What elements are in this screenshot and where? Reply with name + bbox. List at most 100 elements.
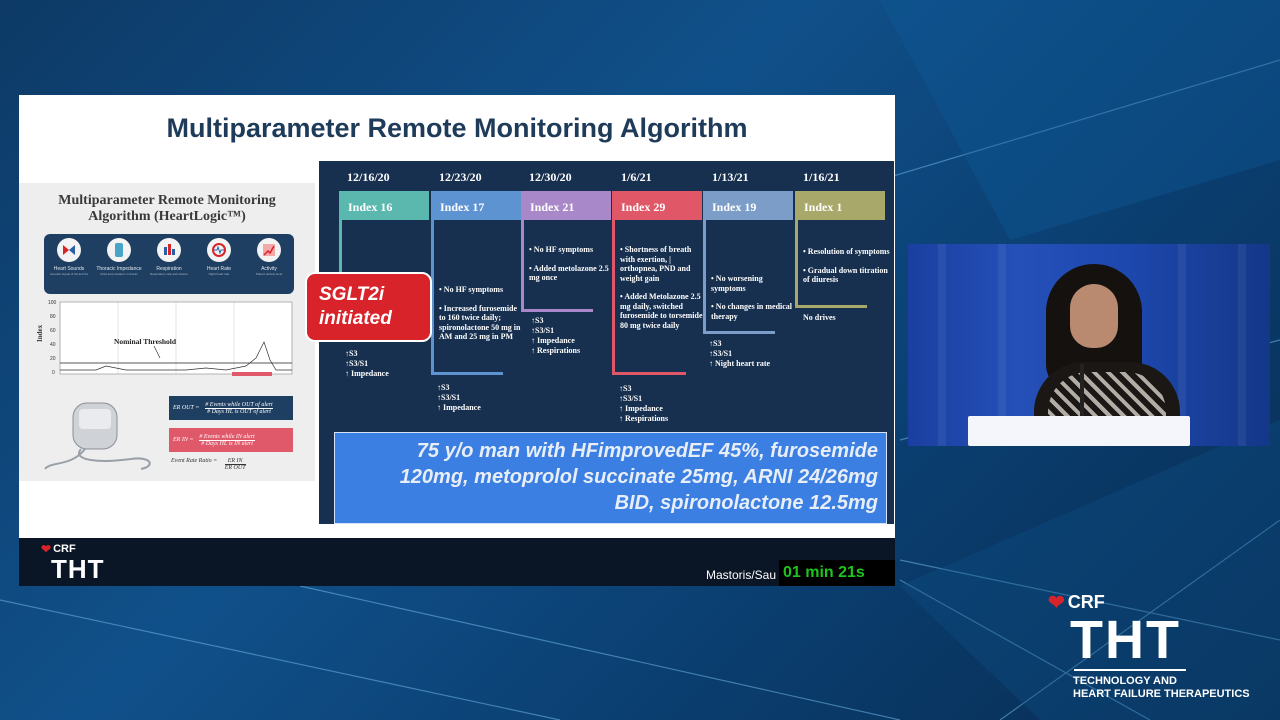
presenter-face [1070,284,1118,348]
er-in-label: ER IN = [173,437,194,443]
ytick: 80 [50,314,56,320]
timeline-signs: ↑S3 ↑S3/S1 ↑ Night heart rate [709,339,770,369]
heartlogic-index-chart: Index 100 80 60 40 20 0 Nominal Threshol… [36,300,293,376]
respiration-icon [157,238,181,262]
note-item: • Added Metolazone 2.5 mg daily, switche… [620,292,703,330]
timeline-date: 12/16/20 [347,170,390,184]
brand-tht: THT [1070,610,1181,670]
microphone [1080,364,1084,422]
timeline-signs: No drives [803,313,836,323]
index-badge: Index 16 [339,191,429,220]
timeline-bracket [795,220,867,308]
sign-line: ↑S3/S1 [531,326,555,335]
ytick: 100 [48,300,57,306]
er-out-numerator: # Events while OUT of alert [205,401,273,409]
sign-line: ↑S3/S1 [437,393,461,402]
sensor-icon-bar: Heart Sounds Acoustic signal of S3 and S… [44,234,294,294]
sign-line: ↑S3 [709,339,722,348]
timeline-notes: • No HF symptoms • Added metolazone 2.5 … [529,245,615,292]
chart-ylabel: Index [36,324,44,342]
presenter-name: Mastoris/Sau [706,568,777,582]
sensor-label: Thoracic Impedance [96,266,142,272]
sign-line: ↑S3 [345,349,358,358]
tht-logo: ❤ CRF THT TECHNOLOGY AND HEART FAILURE T… [1048,590,1250,701]
sensor-heart-rate: Heart Rate Night heart rate [194,234,244,294]
presenter-video [908,244,1270,446]
heart-logo-icon: ❤ [1048,592,1065,614]
timeline-bracket [431,220,503,375]
ytick: 40 [50,342,56,348]
sensor-sub: Respiratory rate and volume [150,272,188,276]
er-out-formula: ER OUT = # Events while OUT of alert # D… [169,396,293,420]
heartlogic-panel: Multiparameter Remote Monitoring Algorit… [19,183,315,481]
sensor-label: Activity [261,266,277,272]
brand-subtitle-2: HEART FAILURE THERAPEUTICS [1073,688,1250,700]
slide-footer: ❤ CRF THT Mastoris/Sau 01 min 21s [19,538,895,586]
sensor-label: Heart Sounds [53,266,85,272]
ratio-fraction: ER IN ER OUT [224,458,246,471]
sensor-sub: Night heart rate [208,272,230,276]
brand-crf-text: CRF [1067,592,1105,612]
timeline-notes: • No worsening symptoms • No changes in … [711,274,795,330]
timeline-bracket [612,220,686,375]
footer-logo: ❤ CRF THT [41,542,105,582]
sign-line: ↑ Impedance [619,404,663,413]
timeline-bracket [703,220,775,334]
ratio-denominator: ER OUT [224,465,246,471]
curtain-fold [998,244,1006,446]
timeline-panel: 12/16/20 12/23/20 12/30/20 1/6/21 1/13/2… [319,161,894,524]
sensor-heart-sounds: Heart Sounds Acoustic signal of S3 and S… [44,234,94,294]
sign-line: ↑ Respirations [531,346,581,355]
timer: 01 min 21s [779,560,895,586]
heart-logo-icon: ❤ [41,542,52,556]
er-out-label: ER OUT = [173,405,200,411]
timeline-date: 1/13/21 [712,170,749,184]
ytick: 0 [52,370,55,376]
brand-divider [1074,669,1186,671]
device-image [44,402,151,470]
timeline-notes: • Resolution of symptoms • Gradual down … [803,247,891,294]
sign-line: ↑ Night heart rate [709,359,771,368]
er-out-denominator: # Days HL is OUT of alert [207,408,271,415]
sensor-thoracic-impedance: Thoracic Impedance Fluid accumulation in… [94,234,144,294]
index-badge: Index 1 [795,191,885,220]
ratio-numerator: ER IN [224,458,246,465]
index-badge: Index 17 [431,191,521,220]
sign-line: ↑ Respirations [619,414,669,423]
sglt2i-line2: initiated [319,308,392,329]
sign-line: No drives [803,313,836,322]
timeline-signs: ↑S3 ↑S3/S1 ↑ Impedance ↑ Respirations [531,316,580,356]
footer-tht: THT [51,554,105,584]
index-badge: Index 21 [521,191,611,220]
note-item: • Gradual down titration of diuresis [803,265,888,285]
er-out-fraction: # Events while OUT of alert # Days HL is… [205,401,273,415]
sign-line: ↑S3 [619,384,632,393]
note-item: • Added metolazone 2.5 mg once [529,263,609,283]
sensor-label: Respiration [156,266,182,272]
sign-line: ↑ Impedance [437,403,481,412]
brand-subtitle-1: TECHNOLOGY AND [1073,675,1177,687]
note-item: • No HF symptoms [439,285,504,294]
ratio-label: Event Rate Ratio = [171,458,218,464]
footer-crf-text: CRF [53,543,76,555]
threshold-label: Nominal Threshold [114,337,177,346]
index-badge: Index 19 [703,191,793,220]
timeline-signs: ↑S3 ↑S3/S1 ↑ Impedance [437,383,481,413]
patient-line2: 120mg, metoprolol succinate 25mg, ARNI 2… [399,466,878,488]
heartlogic-title-line2: Algorithm (HeartLogic™) [88,209,246,224]
sign-line: ↑S3/S1 [345,359,369,368]
sensor-sub: Patient activity level [255,272,283,276]
heartlogic-title: Multiparameter Remote Monitoring Algorit… [19,193,315,225]
er-in-fraction: # Events while IN alert # Days HL is IN … [199,434,255,447]
sign-line: ↑ Impedance [531,336,575,345]
note-item: • Increased furosemide to 160 twice dail… [439,303,521,342]
heartlogic-title-line1: Multiparameter Remote Monitoring [58,193,276,208]
sensor-sub: Fluid accumulation in thorax [100,272,138,276]
note-item: • Resolution of symptoms [803,247,890,256]
podium [968,416,1190,446]
slide-title: Multiparameter Remote Monitoring Algorit… [166,113,748,143]
er-in-denominator: # Days HL is IN alert [201,440,253,447]
curtain-fold [938,244,946,446]
ytick: 20 [50,356,56,362]
